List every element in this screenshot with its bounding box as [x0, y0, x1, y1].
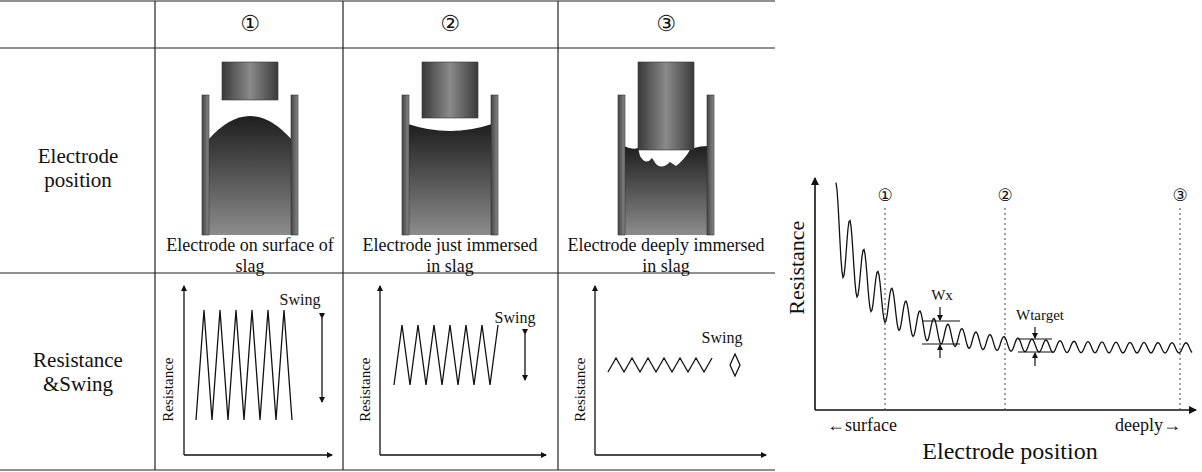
axis-title: Electrode position: [922, 438, 1097, 466]
axis-end-label: ←surface: [827, 415, 897, 436]
row-header: Electrode position: [18, 144, 138, 192]
width-label: Wx: [931, 287, 953, 304]
column-number: ②: [440, 11, 460, 36]
swing-label: Swing: [495, 309, 536, 327]
row-header: Resistance &Swing: [18, 348, 138, 396]
resistance-chart: [815, 178, 1196, 410]
width-label: Wtarget: [1016, 307, 1064, 324]
mini-charts: [184, 286, 766, 455]
column-number: ①: [240, 11, 260, 36]
table-grid: [0, 1, 775, 470]
axis-label: Resistance: [572, 358, 589, 422]
position-marker: ①: [877, 186, 892, 206]
furnace-case-3: [618, 62, 714, 235]
swing-label: Swing: [702, 329, 743, 347]
case-caption: Electrode on surface of slag: [165, 235, 335, 276]
case-caption: Electrode deeply immersed in slag: [566, 235, 766, 276]
position-marker: ②: [997, 186, 1012, 206]
furnace-case-1: [202, 62, 298, 235]
case-caption: Electrode just immersed in slag: [355, 235, 545, 276]
axis-end-label: deeply→: [1115, 415, 1181, 436]
furnace-case-2: [402, 62, 498, 235]
resistance-curve: [836, 183, 1192, 353]
axis-label: Resistance: [357, 358, 374, 422]
axis-label: Resistance: [784, 221, 809, 315]
swing-label: Swing: [280, 291, 321, 309]
column-number: ③: [656, 11, 676, 36]
axis-label: Resistance: [160, 358, 177, 422]
position-marker: ③: [1172, 186, 1187, 206]
